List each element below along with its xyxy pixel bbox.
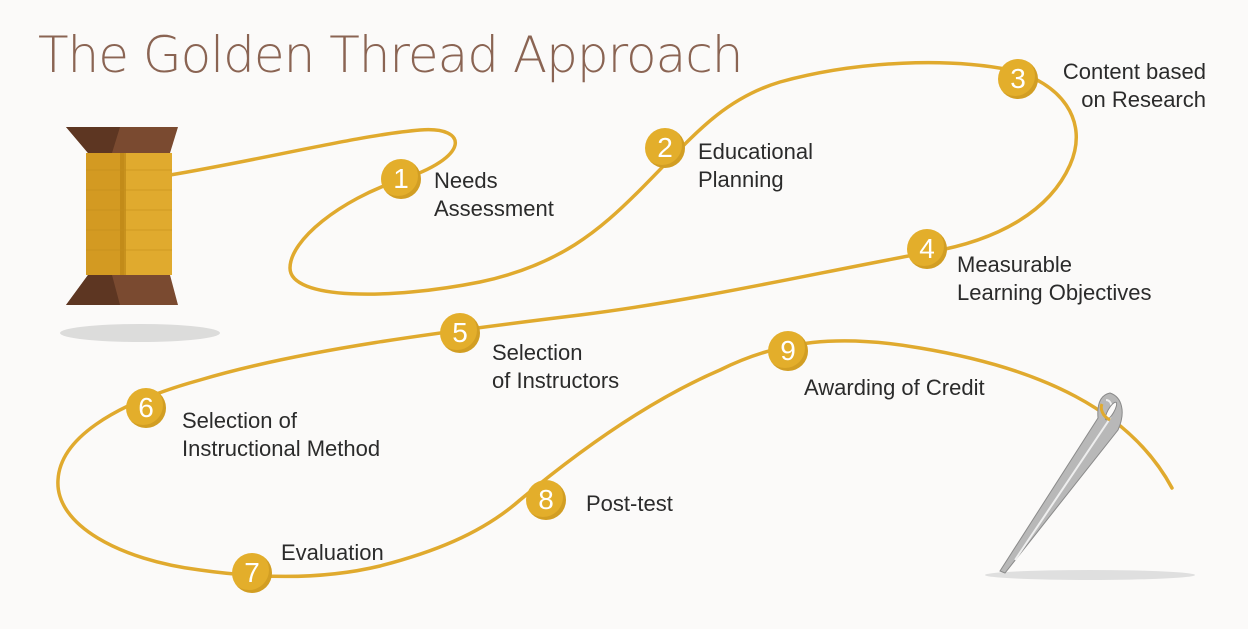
- step-6-number: 6: [138, 392, 154, 423]
- step-2-line-1: Educational: [698, 139, 813, 164]
- step-7-label: Evaluation: [281, 539, 384, 567]
- step-6-line-1: Selection of: [182, 408, 297, 433]
- step-9-badge: 9: [768, 331, 808, 371]
- step-1-line-1: Needs: [434, 168, 498, 193]
- needle-shadow: [985, 570, 1195, 580]
- step-6-label: Selection of Instructional Method: [182, 407, 380, 463]
- step-5-line-2: of Instructors: [492, 368, 620, 393]
- step-9-number: 9: [780, 335, 796, 366]
- step-9-label: Awarding of Credit: [804, 374, 985, 402]
- step-7-number: 7: [244, 557, 260, 588]
- needle-icon: [999, 392, 1123, 574]
- step-9-line-1: Awarding of Credit: [804, 375, 985, 400]
- step-2-badge: 2: [645, 128, 685, 168]
- page-title: The Golden Thread Approach: [38, 26, 743, 84]
- step-5-number: 5: [452, 317, 468, 348]
- spool-icon: [66, 127, 178, 305]
- step-1-line-2: Assessment: [434, 196, 554, 221]
- step-3-number: 3: [1010, 63, 1026, 94]
- step-6-badge: 6: [126, 388, 166, 428]
- step-3-label: Content based on Research: [1048, 58, 1206, 114]
- step-3-line-1: Content based: [1062, 59, 1206, 84]
- step-7-line-1: Evaluation: [281, 540, 384, 565]
- step-4-number: 4: [919, 233, 935, 264]
- step-1-label: Needs Assessment: [434, 167, 554, 223]
- step-1-number: 1: [393, 163, 409, 194]
- step-2-label: Educational Planning: [698, 138, 813, 194]
- step-6-line-2: Instructional Method: [182, 436, 381, 461]
- step-3-line-2: on Research: [1081, 87, 1206, 112]
- step-8-label: Post-test: [586, 490, 673, 518]
- step-3-badge: 3: [998, 59, 1038, 99]
- step-4-line-2: Learning Objectives: [957, 280, 1152, 305]
- step-5-line-1: Selection: [492, 340, 583, 365]
- golden-thread: [56, 60, 1174, 579]
- step-5-label: Selection of Instructors: [492, 339, 619, 395]
- step-4-line-1: Measurable: [957, 252, 1072, 277]
- step-1-badge: 1: [381, 159, 421, 199]
- spool-shadow: [60, 324, 220, 342]
- step-2-line-2: Planning: [698, 167, 784, 192]
- step-4-label: Measurable Learning Objectives: [957, 251, 1151, 307]
- step-8-number: 8: [538, 484, 554, 515]
- step-8-line-1: Post-test: [586, 491, 673, 516]
- step-7-badge: 7: [232, 553, 272, 593]
- step-4-badge: 4: [907, 229, 947, 269]
- step-5-badge: 5: [440, 313, 480, 353]
- step-8-badge: 8: [526, 480, 566, 520]
- step-2-number: 2: [657, 132, 673, 163]
